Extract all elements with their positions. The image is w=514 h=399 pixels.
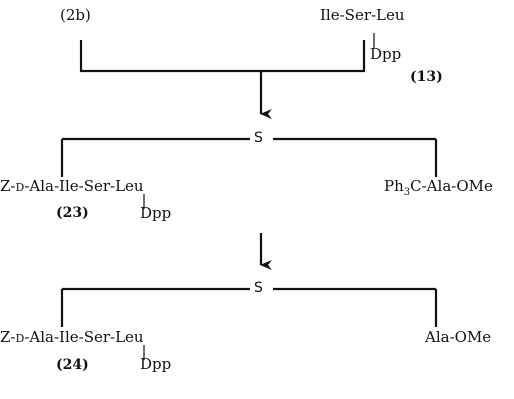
dpp-substituent-2: Dpp	[140, 204, 172, 222]
z-group: Z-	[0, 177, 16, 195]
d-config: d	[15, 177, 25, 195]
z-group: Z-	[0, 328, 16, 346]
ala-ome-chain: C-Ala-OMe	[410, 177, 493, 195]
compound-number-23: (23)	[56, 205, 89, 221]
ph-subscript: 3	[403, 187, 411, 198]
peptide-chain: -Ala-Ile-Ser-Leu	[24, 177, 144, 195]
dpp-substituent-1: Dpp	[370, 45, 402, 63]
product-24-peptide: Z-d-Ala-Ile-Ser-Leu	[0, 328, 144, 346]
dpp-substituent-3: Dpp	[140, 355, 172, 373]
d-config: d	[15, 328, 25, 346]
compound-number-13: (13)	[410, 69, 443, 85]
trityl-ala-ome: Ph3C-Ala-OMe	[384, 177, 493, 202]
product-23-peptide: Z-d-Ala-Ile-Ser-Leu	[0, 177, 144, 195]
sulfur-bridge-label: S	[254, 280, 263, 296]
ala-ome-label: Ala-OMe	[425, 328, 492, 346]
compound-number-24: (24)	[56, 357, 89, 373]
ph-group: Ph	[384, 177, 404, 195]
reactant-2b-label: (2b)	[60, 6, 91, 24]
reactant-peptide-label: Ile-Ser-Leu	[320, 6, 405, 24]
peptide-chain: -Ala-Ile-Ser-Leu	[24, 328, 144, 346]
sulfur-bridge-label: S	[254, 130, 263, 146]
